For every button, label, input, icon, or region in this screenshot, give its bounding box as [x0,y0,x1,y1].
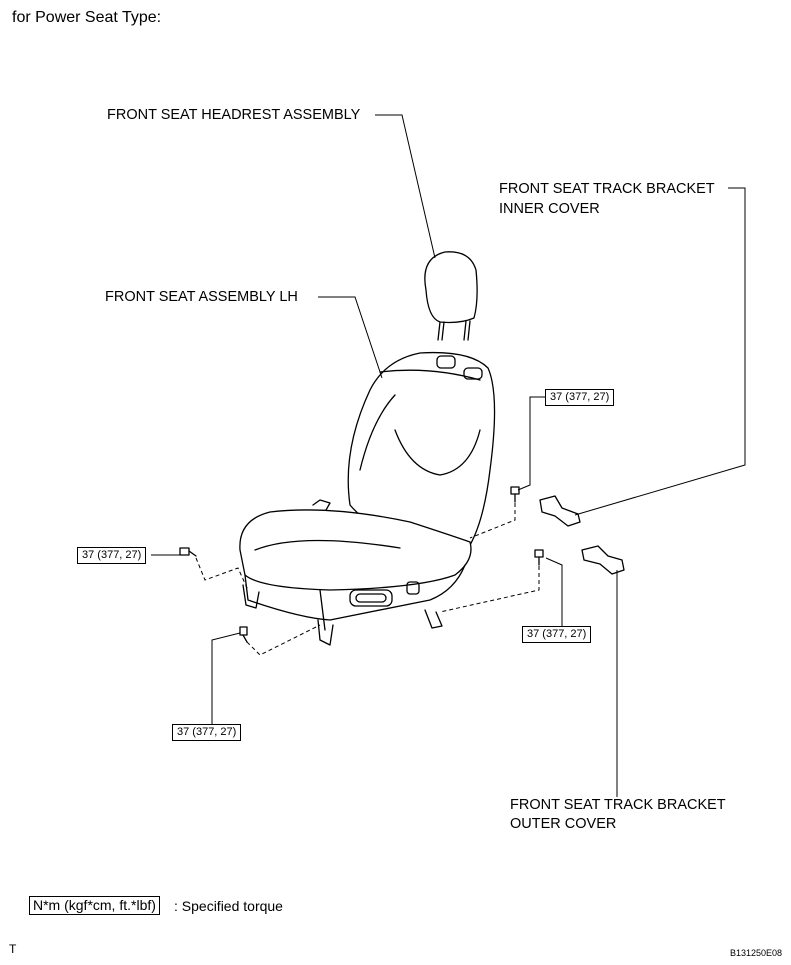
torque-label-right: 37 (377, 27) [522,626,592,643]
headrest-label: FRONT SEAT HEADREST ASSEMBLY [107,107,361,123]
torque-label-left: 37 (377, 27) [77,547,147,564]
headrest-shape [424,251,478,324]
seat-assembly-label: FRONT SEAT ASSEMBLY LH [105,289,298,305]
torque-label-bottom: 37 (377, 27) [172,724,242,741]
inner-cover-label-line1: FRONT SEAT TRACK BRACKET [499,181,715,197]
bolt-top-right [510,486,520,503]
page-title: for Power Seat Type: [12,9,162,26]
bolt-bottom [239,626,248,643]
legend-description: : Specified torque [174,898,283,914]
torque-unit-box: N*m (kgf*cm, ft.*lbf) [29,896,160,915]
torque-label-top-right: 37 (377, 27) [545,389,615,406]
footer-mark: T [9,942,17,956]
bolt-left [179,547,197,557]
inner-cover-shape [539,495,581,527]
outer-cover-label-line2: OUTER COVER [510,816,617,832]
outer-cover-label-line1: FRONT SEAT TRACK BRACKET [510,797,726,813]
figure-code: B131250E08 [730,948,783,958]
outer-cover-shape [581,545,625,575]
bolt-right [534,549,544,566]
inner-cover-label-line2: INNER COVER [499,201,600,217]
seat-cushion-shape [239,509,472,591]
